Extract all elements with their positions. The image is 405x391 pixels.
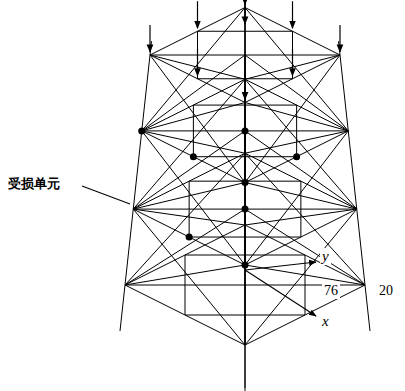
callout-number: 76 bbox=[322, 283, 340, 299]
truss-member bbox=[292, 31, 293, 79]
joint-dot bbox=[186, 234, 193, 241]
truss-member bbox=[245, 4, 246, 388]
joint-dot bbox=[242, 127, 249, 134]
load-arrow bbox=[244, 73, 245, 100]
load-arrows bbox=[150, 0, 340, 100]
x-axis bbox=[245, 270, 316, 316]
truss-member bbox=[245, 131, 348, 265]
load-arrow bbox=[292, 49, 293, 76]
load-arrow bbox=[292, 1, 293, 28]
truss-member bbox=[133, 209, 245, 345]
callout-number: 20 bbox=[377, 283, 395, 299]
truss-member bbox=[142, 131, 245, 265]
truss-members bbox=[120, 0, 370, 391]
joint-dot bbox=[293, 153, 300, 160]
truss-member bbox=[245, 225, 246, 345]
joint-dot bbox=[138, 127, 145, 134]
axis-label: x bbox=[320, 313, 331, 330]
joint-dot bbox=[190, 153, 197, 160]
truss-member bbox=[245, 209, 357, 225]
load-arrow bbox=[339, 25, 340, 52]
truss-member bbox=[120, 41, 152, 331]
load-arrow bbox=[197, 49, 198, 76]
y-axis bbox=[245, 262, 316, 270]
load-arrow bbox=[149, 25, 150, 52]
truss-member bbox=[197, 31, 198, 79]
truss-member bbox=[133, 209, 245, 225]
load-arrow bbox=[244, 2, 245, 24]
truss-member bbox=[245, 209, 246, 345]
joint-dot bbox=[242, 206, 249, 213]
joint-dot bbox=[242, 179, 249, 186]
load-arrow bbox=[197, 1, 198, 28]
truss-member bbox=[339, 41, 371, 331]
callout-label: 受损单元 bbox=[6, 177, 62, 192]
axis-label: y bbox=[320, 248, 331, 265]
joint-dot bbox=[242, 261, 249, 268]
leader-line bbox=[82, 186, 130, 204]
joint-dots bbox=[138, 127, 300, 268]
coordinate-axes bbox=[82, 186, 316, 316]
truss-member bbox=[245, 209, 357, 345]
